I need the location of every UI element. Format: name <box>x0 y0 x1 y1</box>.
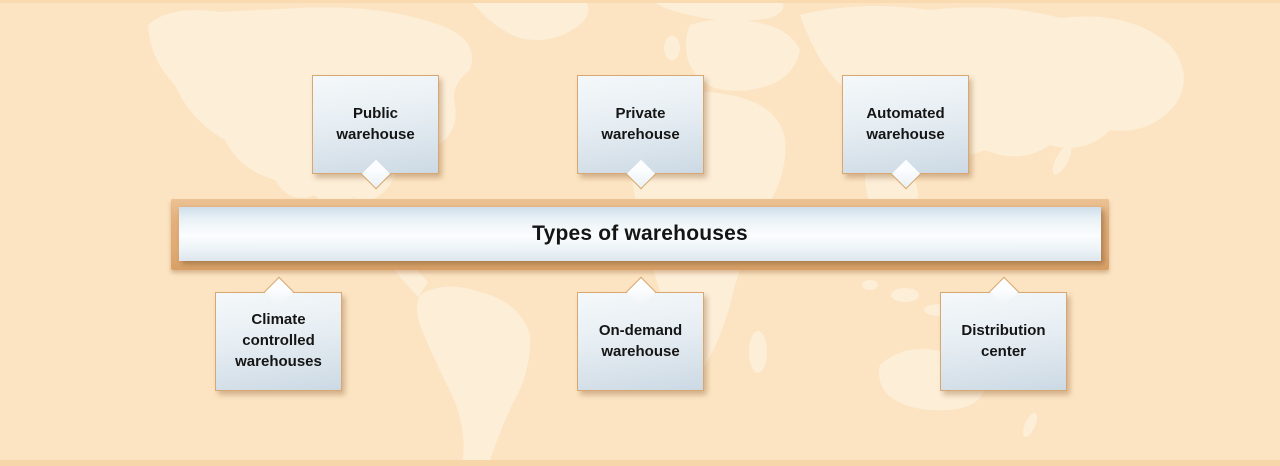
bottom-edge-strip <box>0 460 1280 466</box>
callout-automated-warehouse: Automated warehouse <box>842 75 969 190</box>
callout-public-warehouse: Public warehouse <box>312 75 439 190</box>
banner-panel: Types of warehouses <box>179 207 1101 261</box>
callout-private-warehouse: Private warehouse <box>577 75 704 190</box>
top-edge-strip <box>0 0 1280 3</box>
callout-label: Private warehouse <box>601 104 680 143</box>
callout-label: Public warehouse <box>336 104 415 143</box>
callout-on-demand-warehouse: On-demand warehouse <box>577 276 704 391</box>
callout-label: Distribution center <box>961 321 1046 360</box>
page-title: Types of warehouses <box>532 222 748 245</box>
callout-label: Climate controlled warehouses <box>235 311 322 370</box>
callout-label: On-demand warehouse <box>598 321 683 360</box>
callout-distribution-center: Distribution center <box>940 276 1067 391</box>
banner-frame: Types of warehouses <box>171 199 1109 270</box>
callout-label: Automated warehouse <box>866 104 945 143</box>
callout-climate-controlled-warehouses: Climate controlled warehouses <box>215 276 342 391</box>
